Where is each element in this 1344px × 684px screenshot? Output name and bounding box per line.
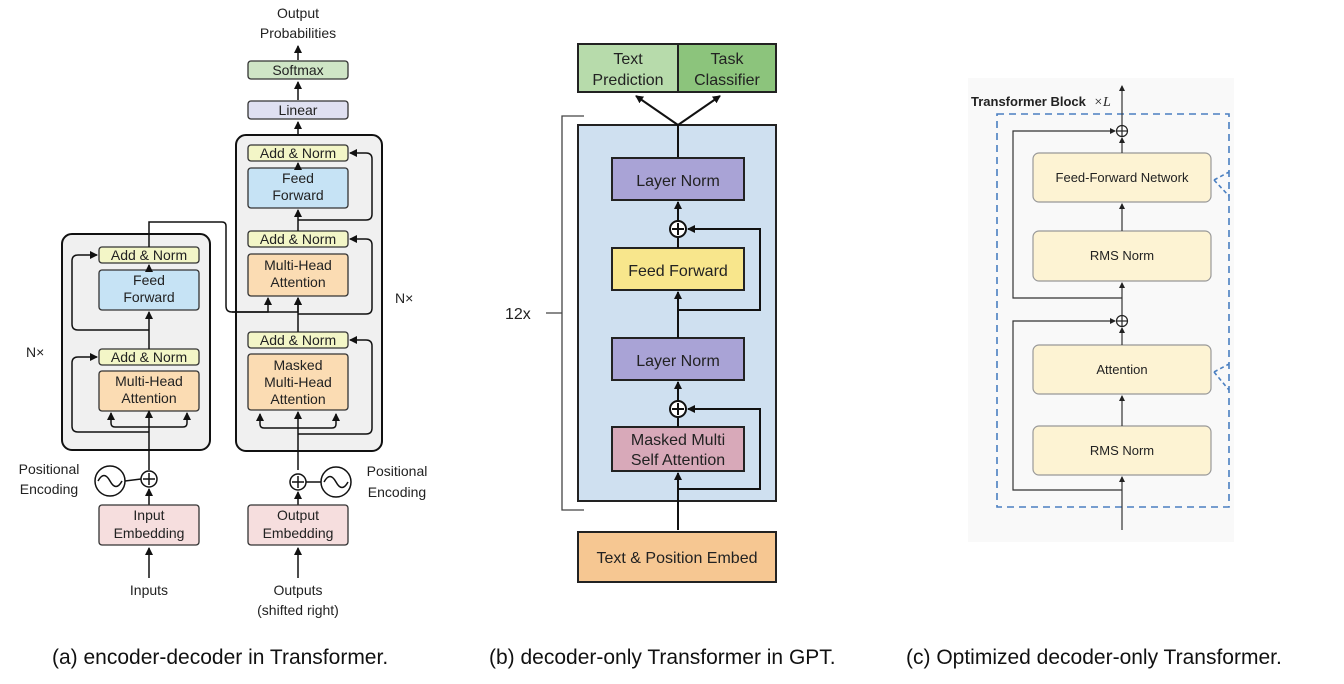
output-probabilities-label-line2: Probabilities <box>260 25 336 41</box>
block-repeat-text: ×L <box>1094 95 1111 110</box>
block-label: Transformer Block ×L <box>971 94 1111 110</box>
decoder-nx-label: N× <box>395 290 413 306</box>
task-classifier-box <box>677 43 777 93</box>
repeat-brace <box>546 115 584 511</box>
text-position-embed-label: Text & Position Embed <box>597 550 758 567</box>
text-position-embed-box <box>577 531 777 583</box>
linear-label: Linear <box>279 102 318 118</box>
repeat-label: 12x <box>505 306 531 323</box>
feed-forward-box <box>611 247 745 291</box>
decoder-feed-forward-label-line2: Forward <box>272 187 323 203</box>
encoder-mha-label-line2: Attention <box>121 390 176 406</box>
decoder-masked-attention <box>247 353 349 411</box>
softmax-box <box>247 60 349 80</box>
panel-b-gpt: Text Prediction Task Classifier 12x Laye… <box>505 43 777 583</box>
decoder-positional-encoding-label-line2: Encoding <box>368 484 426 500</box>
input-embedding-label-line2: Embedding <box>114 525 185 541</box>
encoder-add-norm-bottom-label: Add & Norm <box>111 349 187 365</box>
panel-c-optimized: Transformer Block ×L Feed-Forward Networ… <box>968 78 1234 542</box>
output-probabilities-label-line1: Output <box>277 5 319 21</box>
outputs-label-line2: (shifted right) <box>257 602 339 618</box>
text-prediction-label-line2: Prediction <box>592 72 663 89</box>
text-prediction-label-line1: Text <box>613 51 643 68</box>
encoder-feed-forward-label-line2: Forward <box>123 289 174 305</box>
outputs-label-line1: Outputs <box>273 582 322 598</box>
decoder-masked-label-line1: Masked <box>273 357 322 373</box>
masked-self-attention-label-line2: Self Attention <box>631 452 725 469</box>
ffn-dashed-callout <box>1213 171 1230 197</box>
attention-dashed-callout <box>1213 363 1230 391</box>
decoder-positional-encoding-label-line1: Positional <box>367 463 428 479</box>
decoder-mha-label-line2: Attention <box>270 274 325 290</box>
ffn-label: Feed-Forward Network <box>1056 170 1189 185</box>
decoder-add-norm-top-label: Add & Norm <box>260 145 336 161</box>
input-embedding-label-line1: Input <box>133 507 164 523</box>
layer-norm-top-label: Layer Norm <box>636 173 720 190</box>
softmax-label: Softmax <box>272 62 323 78</box>
decoder-masked-label-line3: Attention <box>270 391 325 407</box>
encoder-add-norm-top-label: Add & Norm <box>111 247 187 263</box>
linear-box <box>247 100 349 120</box>
masked-self-attention-box <box>611 426 745 472</box>
decoder-add-norm-middle-label: Add & Norm <box>260 231 336 247</box>
caption-a: (a) encoder-decoder in Transformer. <box>52 646 389 669</box>
decoder-add-norm-bottom-label: Add & Norm <box>260 332 336 348</box>
layer-norm-bottom <box>611 337 745 381</box>
caption-b: (b) decoder-only Transformer in GPT. <box>489 646 836 669</box>
decoder-masked-label-line2: Multi-Head <box>264 374 332 390</box>
attention-label: Attention <box>1096 362 1147 377</box>
decoder-add-norm-top <box>247 144 349 162</box>
output-embedding-label-line2: Embedding <box>263 525 334 541</box>
task-classifier-label-line1: Task <box>711 51 745 68</box>
inputs-label: Inputs <box>130 582 168 598</box>
masked-self-attention-label-line1: Masked Multi <box>631 432 725 449</box>
decoder-feed-forward-label-line1: Feed <box>282 170 314 186</box>
layer-norm-top <box>611 157 745 201</box>
encoder-positional-encoding-label-line1: Positional <box>19 461 80 477</box>
decoder-mha-label-line1: Multi-Head <box>264 257 332 273</box>
encoder-nx-label: N× <box>26 344 44 360</box>
output-embedding-label-line1: Output <box>277 507 319 523</box>
caption-c: (c) Optimized decoder-only Transformer. <box>906 646 1282 669</box>
layer-norm-bottom-label: Layer Norm <box>636 353 720 370</box>
decoder-multi-head-attention <box>247 253 349 297</box>
block-label-text: Transformer Block <box>971 94 1087 109</box>
input-embedding-box <box>98 504 200 546</box>
rms-norm-top-label: RMS Norm <box>1090 248 1154 263</box>
encoder-feed-forward-label-line1: Feed <box>133 272 165 288</box>
panel-a-encoder-decoder: Output Probabilities Softmax Linear Add … <box>19 5 428 618</box>
rms-norm-bottom-label: RMS Norm <box>1090 443 1154 458</box>
decoder-connections <box>256 149 373 470</box>
encoder-mha-label-line1: Multi-Head <box>115 373 183 389</box>
encoder-positional-encoding-label-line2: Encoding <box>20 481 78 497</box>
task-classifier-label-line2: Classifier <box>694 72 760 89</box>
encoder-stack <box>61 233 211 451</box>
feed-forward-label: Feed Forward <box>628 263 728 280</box>
output-embedding-box <box>247 504 349 546</box>
